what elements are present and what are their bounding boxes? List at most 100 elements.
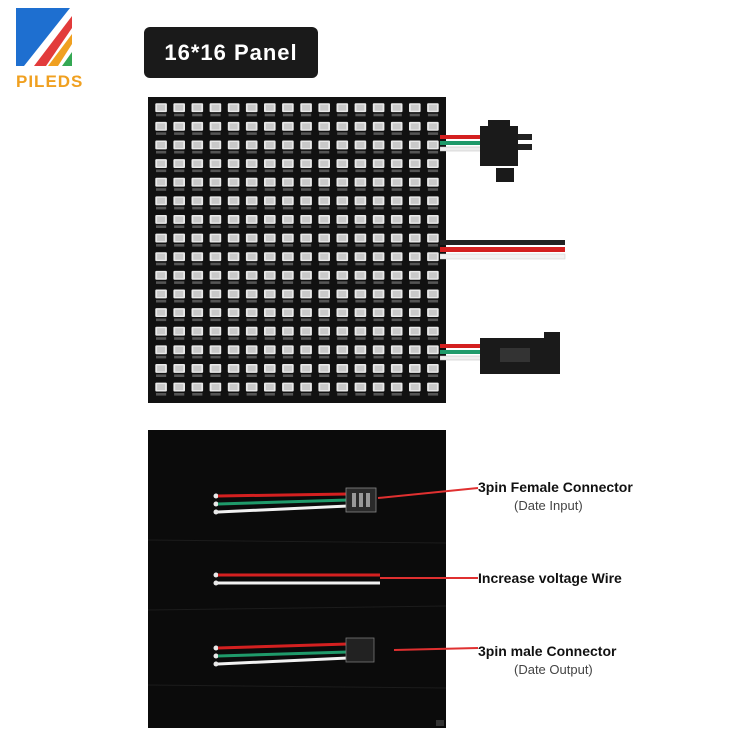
led-chip bbox=[354, 121, 367, 135]
led-chip bbox=[209, 159, 222, 173]
led-chip bbox=[427, 196, 439, 210]
led-chip bbox=[336, 215, 349, 228]
led-chip bbox=[427, 103, 439, 117]
led-chip bbox=[336, 103, 349, 117]
led-chip bbox=[282, 140, 294, 154]
led-chip bbox=[409, 382, 421, 396]
led-chip bbox=[390, 252, 403, 266]
led-chip bbox=[173, 233, 185, 247]
led-chip bbox=[173, 345, 185, 359]
led-chip bbox=[245, 121, 258, 135]
led-chip bbox=[191, 196, 204, 210]
led-chip bbox=[390, 326, 403, 340]
led-chip bbox=[282, 289, 294, 303]
led-chip bbox=[427, 159, 439, 173]
brand-name: PILEDS bbox=[16, 72, 84, 91]
led-chip bbox=[427, 140, 439, 154]
led-chip bbox=[264, 308, 276, 322]
led-chip bbox=[300, 215, 312, 228]
front-male-connector bbox=[440, 332, 560, 374]
led-chip bbox=[427, 345, 439, 359]
led-chip bbox=[191, 215, 204, 228]
back-male-wires bbox=[213, 637, 375, 667]
led-chip bbox=[354, 270, 367, 284]
led-chip bbox=[427, 364, 439, 377]
led-chip bbox=[245, 140, 258, 154]
led-chip bbox=[354, 308, 367, 322]
female-connector-label: 3pin Female Connector bbox=[478, 479, 633, 495]
led-chip bbox=[390, 177, 403, 191]
led-chip bbox=[191, 270, 204, 284]
led-chip bbox=[173, 140, 185, 154]
led-chip bbox=[173, 177, 185, 191]
led-chip bbox=[173, 326, 185, 340]
led-chip bbox=[227, 121, 240, 135]
led-chip bbox=[227, 289, 240, 303]
led-chip bbox=[318, 270, 330, 284]
logo-mark-icon bbox=[16, 8, 72, 66]
callout-lines bbox=[377, 487, 479, 651]
led-chip bbox=[282, 103, 294, 117]
led-chip bbox=[318, 140, 330, 154]
led-chip bbox=[372, 345, 385, 359]
led-chip bbox=[245, 196, 258, 210]
led-chip bbox=[227, 252, 240, 266]
male-connector-label: 3pin male Connector bbox=[478, 643, 617, 659]
led-chip bbox=[209, 270, 222, 284]
led-chip bbox=[427, 252, 439, 266]
led-chip bbox=[245, 289, 258, 303]
led-chip bbox=[209, 326, 222, 340]
led-chip bbox=[390, 382, 403, 396]
led-chip bbox=[227, 364, 240, 377]
callout-male-connector: 3pin male Connector (Date Output) bbox=[478, 643, 616, 677]
led-chip bbox=[264, 196, 276, 210]
led-chip bbox=[264, 121, 276, 135]
led-chip bbox=[409, 345, 421, 359]
led-chip bbox=[282, 159, 294, 173]
led-chip bbox=[155, 364, 167, 377]
led-chip bbox=[354, 364, 367, 377]
led-chip bbox=[155, 159, 167, 173]
led-chip bbox=[155, 308, 167, 322]
led-chip bbox=[282, 252, 294, 266]
led-chip bbox=[245, 177, 258, 191]
led-chip bbox=[227, 308, 240, 322]
led-chip bbox=[372, 289, 385, 303]
led-chip bbox=[155, 345, 167, 359]
led-chip bbox=[372, 382, 385, 396]
front-female-connector bbox=[440, 120, 532, 182]
led-chip bbox=[173, 270, 185, 284]
led-chip bbox=[191, 382, 204, 396]
led-chip bbox=[390, 159, 403, 173]
led-chip bbox=[264, 270, 276, 284]
led-chip bbox=[318, 196, 330, 210]
led-grid bbox=[148, 97, 446, 403]
led-chip bbox=[155, 215, 167, 228]
led-chip bbox=[282, 345, 294, 359]
led-chip bbox=[264, 215, 276, 228]
led-chip bbox=[191, 103, 204, 117]
led-chip bbox=[155, 289, 167, 303]
led-chip bbox=[409, 270, 421, 284]
led-chip bbox=[300, 270, 312, 284]
callout-voltage-wire: Increase voltage Wire bbox=[478, 570, 622, 586]
led-chip bbox=[191, 364, 204, 377]
led-chip bbox=[318, 121, 330, 135]
led-chip bbox=[191, 308, 204, 322]
led-chip bbox=[245, 382, 258, 396]
led-chip bbox=[372, 103, 385, 117]
led-chip bbox=[173, 382, 185, 396]
led-chip bbox=[264, 252, 276, 266]
led-chip bbox=[354, 345, 367, 359]
led-chip bbox=[427, 177, 439, 191]
led-chip bbox=[427, 270, 439, 284]
led-chip bbox=[318, 252, 330, 266]
led-chip bbox=[209, 215, 222, 228]
led-chip bbox=[227, 382, 240, 396]
led-chip bbox=[227, 159, 240, 173]
led-chip bbox=[173, 196, 185, 210]
led-chip bbox=[354, 252, 367, 266]
led-chip bbox=[209, 252, 222, 266]
led-chip bbox=[390, 121, 403, 135]
led-chip bbox=[155, 103, 167, 117]
